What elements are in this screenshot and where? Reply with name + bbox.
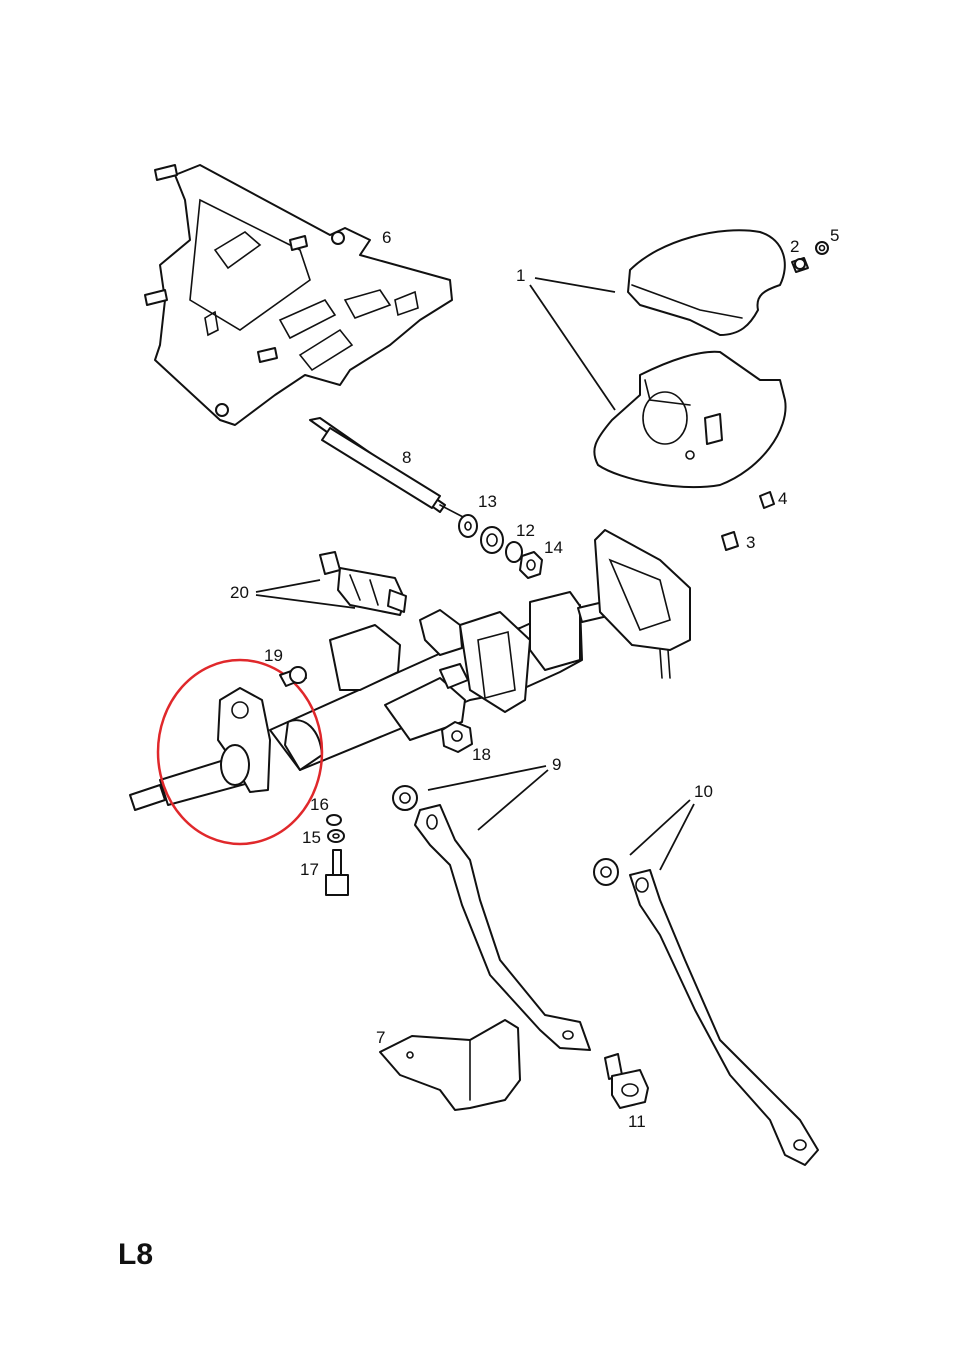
part-7-bracket bbox=[379, 1019, 521, 1111]
leader-10-b bbox=[659, 803, 695, 871]
leader-20-a bbox=[255, 579, 321, 593]
callout-1: 1 bbox=[516, 266, 525, 285]
callout-14: 14 bbox=[544, 538, 563, 557]
part-19-screw bbox=[279, 666, 307, 687]
part-16-washer bbox=[326, 814, 342, 826]
callout-13: 13 bbox=[478, 492, 497, 511]
callout-17: 17 bbox=[300, 860, 319, 879]
callout-6: 6 bbox=[382, 228, 391, 247]
callout-8: 8 bbox=[402, 448, 411, 467]
callout-18: 18 bbox=[472, 745, 491, 764]
leader-20-b bbox=[255, 594, 356, 609]
callout-10: 10 bbox=[694, 782, 713, 801]
callout-4: 4 bbox=[778, 489, 787, 508]
leader-1-lower bbox=[529, 284, 616, 411]
page-code: L8 bbox=[118, 1238, 154, 1271]
callout-5: 5 bbox=[830, 226, 839, 245]
steering-column-assembly bbox=[129, 529, 691, 811]
part-8-rod bbox=[309, 417, 466, 519]
part-14-nut bbox=[519, 551, 543, 579]
part-1-column-shroud bbox=[593, 229, 787, 488]
part-15-washer bbox=[327, 829, 345, 843]
part-12-bushing bbox=[480, 526, 523, 563]
leader-10-a bbox=[629, 799, 691, 856]
callout-19: 19 bbox=[264, 646, 283, 665]
part-9-strut bbox=[392, 785, 591, 1051]
part-6-mounting-bracket bbox=[144, 164, 453, 426]
part-5-clip bbox=[815, 241, 829, 255]
part-11-bolt bbox=[604, 1053, 649, 1109]
callout-7: 7 bbox=[376, 1028, 385, 1047]
leader-1-upper bbox=[534, 277, 616, 293]
part-4-screw bbox=[759, 491, 775, 509]
callout-11: 11 bbox=[628, 1112, 646, 1131]
callout-16: 16 bbox=[310, 795, 329, 814]
leader-9-a bbox=[427, 765, 547, 791]
part-2-screw bbox=[791, 257, 809, 273]
callout-12: 12 bbox=[516, 521, 535, 540]
callout-20: 20 bbox=[230, 583, 249, 602]
leader-9-b bbox=[477, 769, 549, 831]
callout-15: 15 bbox=[302, 828, 321, 847]
part-13-washer bbox=[458, 514, 478, 538]
part-17-bolt bbox=[325, 849, 349, 896]
callout-2: 2 bbox=[790, 237, 799, 256]
part-20-lock-cylinder bbox=[319, 551, 407, 616]
part-3-screw bbox=[721, 531, 739, 551]
part-18-nut bbox=[441, 721, 473, 753]
callout-3: 3 bbox=[746, 533, 755, 552]
highlight-circle bbox=[156, 658, 324, 846]
part-10-strut bbox=[593, 858, 819, 1166]
callout-9: 9 bbox=[552, 755, 561, 774]
